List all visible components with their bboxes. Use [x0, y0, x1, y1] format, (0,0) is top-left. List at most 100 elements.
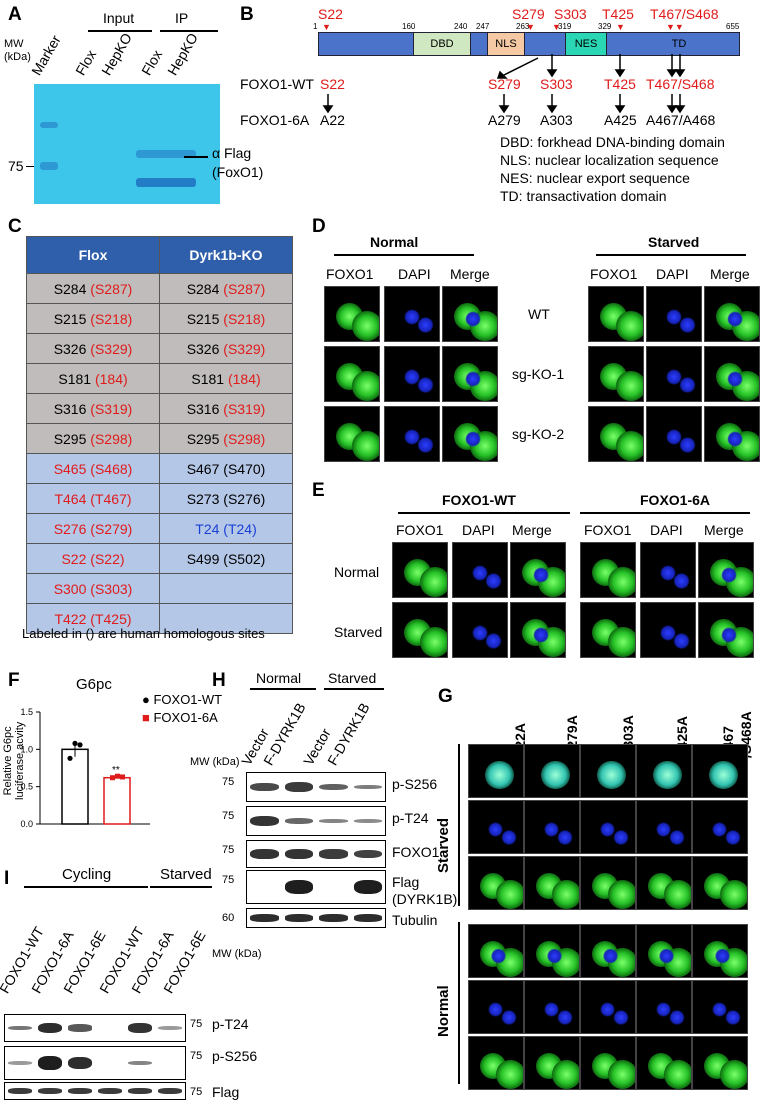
- micrograph-g: [580, 800, 636, 854]
- micrograph-g: [524, 1036, 580, 1090]
- i-group-starved: Starved: [160, 866, 212, 883]
- nes-end: 329: [598, 22, 612, 31]
- cell-flox: S295 (S298): [26, 423, 160, 454]
- micrograph-g: [636, 1036, 692, 1090]
- f-ytick-label: 1.5: [20, 707, 33, 717]
- micrograph-g: [636, 980, 692, 1034]
- legend-dbd: DBD: forkhead DNA-binding domain: [500, 134, 725, 150]
- micrograph-d: [646, 346, 702, 402]
- f-bar: [103, 776, 131, 825]
- h-blot-label: Tubulin: [392, 912, 438, 928]
- micrograph-d: [588, 286, 644, 342]
- wt-site-2: S303: [540, 76, 573, 92]
- micrograph-e: [392, 542, 448, 598]
- f-ytick-label: 1.0: [20, 744, 33, 754]
- h-mw-tick: 60: [222, 912, 235, 924]
- top-site-s279: S279: [512, 6, 545, 22]
- micrograph-d: [384, 286, 440, 342]
- panel-label-d: D: [312, 216, 326, 237]
- d-row-sgko1: sg-KO-1: [512, 366, 565, 382]
- panel-label-h: H: [212, 670, 226, 691]
- luciferase-bar-chart: 0.00.51.01.5**: [20, 707, 150, 829]
- micrograph-g: [636, 800, 692, 854]
- cell-flox: S465 (S468): [26, 453, 160, 484]
- phosphosite-table: Flox Dyrk1b-KO S284 (S287)S284 (S287)S21…: [26, 236, 293, 634]
- nls-end: 263: [516, 22, 530, 31]
- h-blot-label: p-S256: [392, 776, 438, 792]
- cell-dyrk1b-ko: S467 (S470): [159, 453, 293, 484]
- domain-nls: NLS: [487, 33, 525, 55]
- blot-i-row: [4, 1014, 186, 1042]
- micrograph-g: [524, 800, 580, 854]
- lane-hepko-ip: HepKO: [164, 30, 201, 78]
- cell-dyrk1b-ko: S295 (S298): [159, 423, 293, 454]
- top-site-s22: S22: [318, 6, 343, 22]
- h-group-normal: Normal: [256, 670, 302, 686]
- micrograph-g: [468, 924, 524, 978]
- i-group-cycling: Cycling: [62, 866, 112, 883]
- lane-hepko-input: HepKO: [98, 30, 135, 78]
- g-row-starved: Starved: [435, 817, 452, 873]
- i-mw-tick: 75: [190, 1018, 203, 1030]
- f-point: [115, 773, 120, 779]
- micrograph-e: [640, 542, 696, 598]
- h-blot-label: Flag (DYRK1B): [392, 874, 458, 907]
- d-col-foxo1: FOXO1: [326, 266, 374, 282]
- site-arrows: [322, 54, 686, 114]
- mw-tick-a: 75: [8, 158, 24, 174]
- dbd-end: 240: [454, 22, 468, 31]
- f-title: G6pc: [76, 676, 112, 693]
- cell-flox: S300 (S303): [26, 573, 160, 604]
- micrograph-d: [704, 406, 760, 462]
- mut-site-1: A279: [488, 112, 521, 128]
- f-point: [67, 755, 73, 761]
- table-row: S181 (184)S181 (184): [26, 363, 293, 394]
- blot-i-row: [4, 1046, 186, 1080]
- cell-flox: S22 (S22): [26, 543, 160, 574]
- group-input-label: Input: [103, 10, 135, 26]
- micrograph-d: [704, 286, 760, 342]
- e-col-merge-6a: Merge: [704, 522, 744, 538]
- f-legend-6a: ■ FOXO1-6A: [142, 710, 218, 725]
- bar-start: 1: [313, 22, 318, 31]
- micrograph-g: [524, 980, 580, 1034]
- cell-flox: T422 (T425): [26, 603, 160, 634]
- micrograph-g: [692, 980, 748, 1034]
- micrograph-d: [384, 406, 440, 462]
- table-row: S295 (S298)S295 (S298): [26, 423, 293, 454]
- cell-dyrk1b-ko: S316 (S319): [159, 393, 293, 424]
- label-foxo1-6a: FOXO1-6A: [240, 112, 310, 128]
- micrograph-g: [692, 856, 748, 910]
- mw-label-a: MW (kDa): [4, 38, 31, 63]
- d-col-merge: Merge: [450, 266, 490, 282]
- micrograph-g: [580, 856, 636, 910]
- nls-start: 247: [476, 22, 490, 31]
- domain-nes: NES: [565, 33, 607, 55]
- e-row-normal: Normal: [334, 564, 380, 580]
- blot-h-row: [246, 806, 386, 836]
- micrograph-g: [636, 856, 692, 910]
- e-col-merge: Merge: [512, 522, 552, 538]
- nes-start: 319: [558, 22, 572, 31]
- cell-dyrk1b-ko: S181 (184): [159, 363, 293, 394]
- protein-bar: DBD NLS NES TD: [318, 32, 740, 56]
- panel-label-c: C: [8, 216, 22, 237]
- wt-site-1: S279: [488, 76, 521, 92]
- i-mw-tick: 75: [190, 1050, 203, 1062]
- cell-flox: T464 (T467): [26, 483, 160, 514]
- table-row: T464 (T467)S273 (S276): [26, 483, 293, 514]
- panel-label-b: B: [240, 4, 254, 25]
- i-blot-label: p-T24: [212, 1016, 249, 1032]
- f-legend-wt: ● FOXO1-WT: [142, 692, 223, 707]
- micrograph-e: [510, 602, 566, 658]
- panel-label-i: I: [4, 868, 10, 889]
- micrograph-e: [580, 602, 636, 658]
- micrograph-g: [636, 924, 692, 978]
- header-flox: Flox: [26, 236, 160, 274]
- cell-flox: S181 (184): [26, 363, 160, 394]
- micrograph-g: [524, 744, 580, 798]
- e-wt-label: FOXO1-WT: [442, 492, 516, 508]
- micrograph-g: [692, 924, 748, 978]
- cell-dyrk1b-ko: S326 (S329): [159, 333, 293, 364]
